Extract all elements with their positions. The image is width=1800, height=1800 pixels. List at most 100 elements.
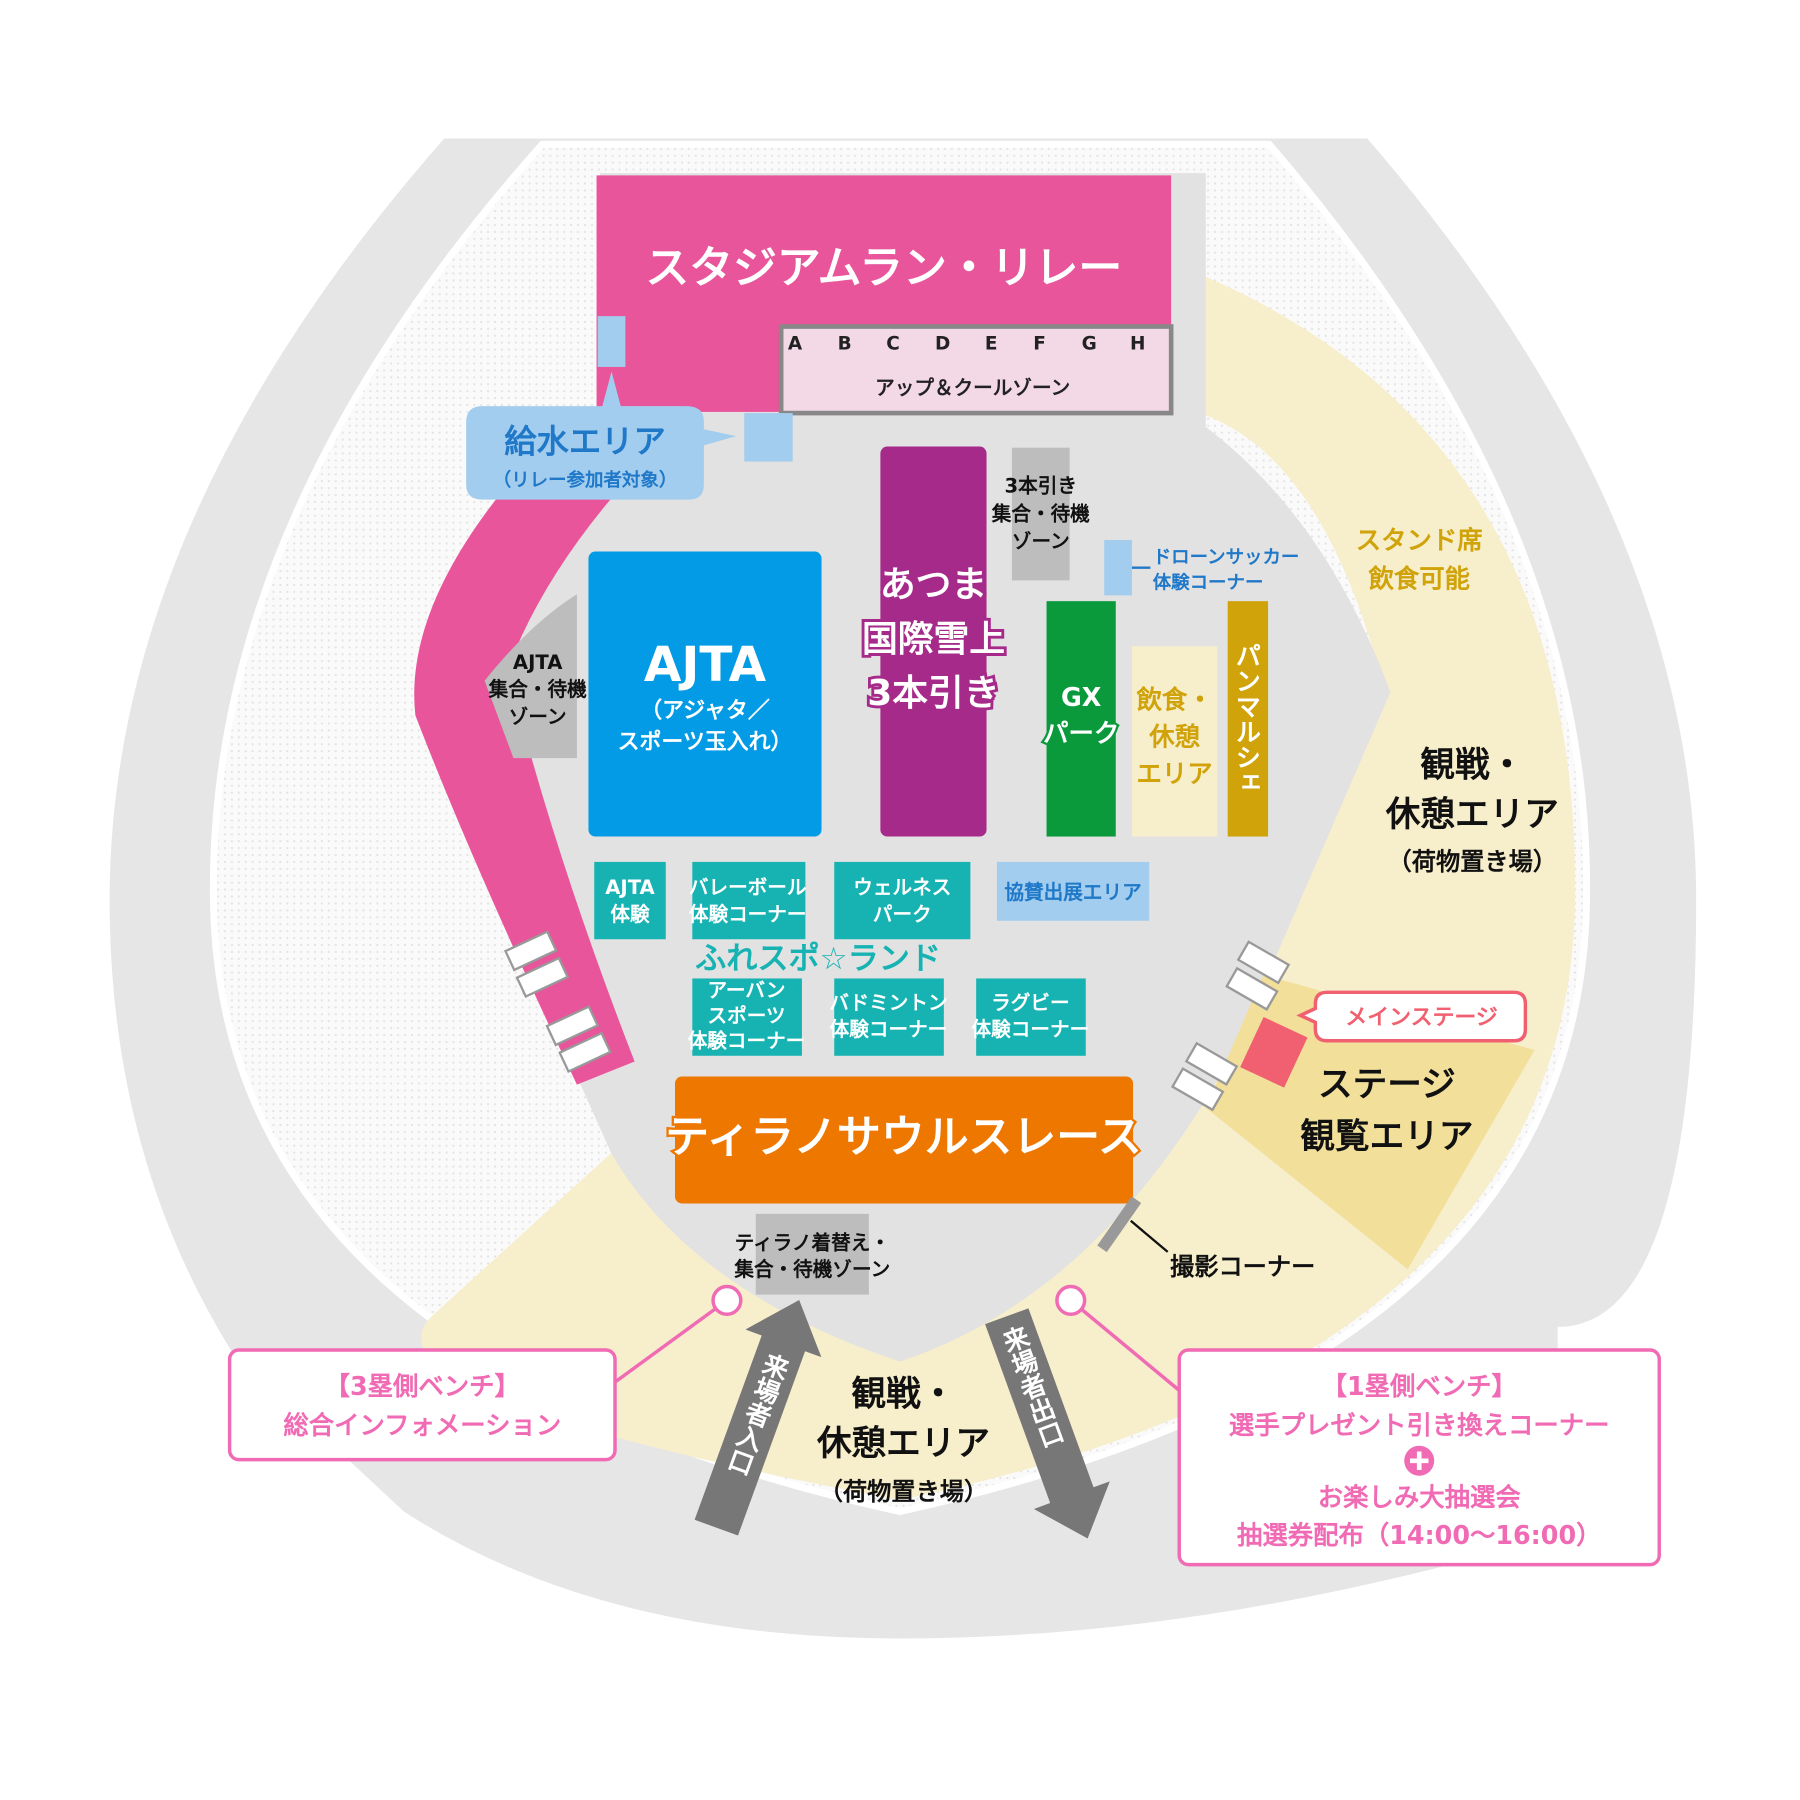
lane-label: C (886, 334, 900, 355)
water-sub: （リレー参加者対象） (493, 469, 678, 491)
warmup-zone (778, 324, 1174, 416)
tug-of-war-area[interactable] (880, 446, 987, 837)
tyrannosaurus-race-area[interactable] (675, 1076, 1134, 1204)
ajta-area[interactable] (588, 551, 822, 837)
info-right-l4: 抽選券配布（14:00〜16:00） (1237, 1520, 1602, 1550)
ajta-wait-l2: 集合・待機 (488, 678, 587, 701)
info-left-box[interactable] (227, 1348, 617, 1462)
food-l3: エリア (1137, 758, 1213, 788)
badminton-l2: 体験コーナー (830, 1018, 948, 1041)
gx-l1: GX (1061, 682, 1102, 712)
info-left-leader (610, 1298, 728, 1387)
lane-label: E (985, 334, 998, 355)
volleyball-corner[interactable] (692, 861, 806, 940)
photo-leader (1130, 1219, 1169, 1253)
rest-right-l1: 観戦・ (1420, 746, 1524, 786)
lane-label: H (1130, 334, 1145, 355)
photo-corner-marker (1097, 1196, 1142, 1253)
food-l1: 飲食・ (1137, 684, 1213, 714)
ajta-wait-l1: AJTA (513, 651, 563, 674)
rest-right-l2: 休憩エリア (1385, 795, 1559, 835)
ajta-experience[interactable] (594, 861, 666, 940)
tsuna-l2: 国際雪上 (862, 619, 1005, 660)
lane-label: B (838, 334, 852, 355)
wellness-l1: ウェルネス (853, 876, 951, 899)
info-left-pin (711, 1284, 743, 1316)
rest-bottom-l1: 観戦・ (852, 1374, 956, 1414)
main-stage[interactable] (1240, 1016, 1308, 1088)
info-right-pin (1055, 1284, 1087, 1316)
gx-l2: パーク (1043, 718, 1119, 748)
rest-bottom-l3: （荷物置き場） (819, 1478, 989, 1506)
wellness-park[interactable] (834, 861, 971, 940)
stand-cream-right (420, 276, 1576, 1500)
tsuna-wait-zone (1011, 447, 1070, 581)
warmup-zone-label: アップ＆クールゾーン (875, 377, 1070, 400)
ajta-exp-l2: 体験 (610, 903, 650, 926)
sponsor-area[interactable] (996, 861, 1150, 921)
stage-view-l1: ステージ (1318, 1065, 1456, 1105)
water-marker (744, 413, 793, 462)
rest-right-l3: （荷物置き場） (1388, 848, 1558, 876)
lane-label: G (1082, 334, 1097, 355)
marche-label: パンマルシェ (1232, 643, 1262, 795)
lane-label: D (935, 334, 950, 355)
stand-l2: 飲食可能 (1368, 563, 1470, 593)
rugby-l2: 体験コーナー (972, 1018, 1090, 1041)
badminton-corner[interactable] (834, 978, 944, 1056)
ajta-wait-l3: ゾーン (509, 705, 567, 728)
drone-l2: 体験コーナー (1153, 571, 1264, 593)
main-stage-label: メインステージ (1345, 1006, 1498, 1031)
stairs (503, 930, 1291, 1112)
bread-marche[interactable] (1227, 601, 1269, 837)
tsuna-wait-l2: 集合・待機 (991, 502, 1090, 525)
info-right-l1: 【1塁側ベンチ】 (1322, 1371, 1517, 1401)
badminton-l1: バドミントン (829, 992, 947, 1015)
water-callout[interactable] (466, 371, 737, 500)
urban-l3: 体験コーナー (688, 1030, 806, 1053)
info-right-l2: 選手プレゼント引き換えコーナー (1229, 1410, 1610, 1440)
ajta-l2: スポーツ玉入れ） (618, 729, 793, 755)
stage-view-l2: 観覧エリア (1300, 1117, 1473, 1157)
wellness-l2: パーク (873, 903, 932, 926)
sponsor-label: 協賛出展エリア (1004, 881, 1141, 904)
photo-label: 撮影コーナー (1170, 1253, 1315, 1281)
info-left-l1: 【3塁側ベンチ】 (325, 1371, 520, 1401)
relay-lanes: A B C D E F G H (788, 334, 1146, 355)
ajta-wait-zone (484, 594, 577, 759)
lane-label: A (788, 334, 803, 355)
relay-title: スタジアムラン・リレー (645, 243, 1122, 294)
urban-l2: スポーツ (708, 1004, 786, 1027)
urban-sports-corner[interactable] (692, 978, 802, 1056)
tsuna-wait-l1: 3本引き (1005, 475, 1077, 498)
tyranno-title: ティラノサウルスレース (665, 1112, 1141, 1163)
food-l2: 休憩 (1148, 721, 1200, 751)
ajta-exp-l1: AJTA (605, 876, 655, 899)
relay-track (414, 484, 635, 1085)
tsuna-l1: あつま (880, 565, 987, 606)
tsuna-wait-l3: ゾーン (1012, 530, 1070, 553)
lane-label: F (1033, 334, 1046, 355)
tyranno-wait-l1: ティラノ着替え・ (735, 1232, 890, 1255)
volley-l1: バレーボール (689, 876, 807, 899)
tyranno-wait-zone (755, 1213, 869, 1295)
ajta-title: AJTA (644, 637, 767, 693)
plus-icon (1404, 1445, 1435, 1476)
tyranno-wait-l2: 集合・待機ゾーン (733, 1258, 890, 1281)
food-rest-area[interactable] (1131, 646, 1218, 837)
ajta-l1: （アジャタ／ (640, 699, 770, 724)
volley-l2: 体験コーナー (689, 903, 807, 926)
tsuna-l3: 3本引き (867, 673, 999, 714)
urban-l1: アーバン (708, 979, 786, 1002)
gx-park[interactable] (1046, 601, 1116, 837)
info-right-leader (1069, 1299, 1181, 1392)
rugby-l1: ラグビー (991, 992, 1069, 1015)
water-marker (597, 316, 626, 367)
info-left-l2: 総合インフォメーション (283, 1410, 561, 1440)
water-title: 給水エリア (504, 422, 666, 460)
rugby-corner[interactable] (976, 978, 1086, 1056)
info-right-l3: お楽しみ大抽選会 (1318, 1482, 1522, 1512)
stand-l1: スタンド席 (1356, 525, 1483, 555)
rest-bottom-l2: 休憩エリア (816, 1424, 990, 1464)
